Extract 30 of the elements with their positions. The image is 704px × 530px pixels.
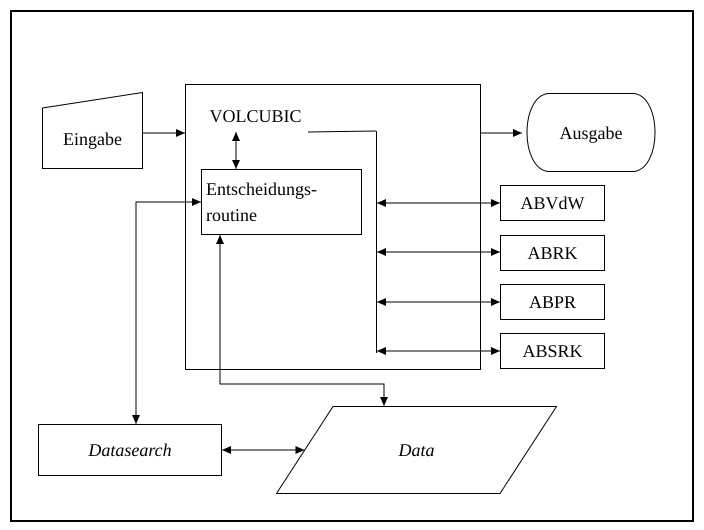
arrow	[232, 132, 240, 170]
bus-line	[376, 131, 377, 353]
node-label: Entscheidungs- routine	[206, 178, 318, 227]
node-label: ABVdW	[520, 192, 584, 215]
arrow	[376, 248, 500, 256]
node-label: ABRK	[527, 242, 578, 265]
process-box	[500, 185, 605, 221]
node-label: ABPR	[528, 291, 576, 314]
process-box	[500, 284, 605, 320]
arrow	[376, 199, 500, 207]
arrow	[480, 129, 522, 137]
node-label: Datasearch	[88, 439, 172, 462]
arrow	[132, 198, 202, 424]
node-label: Data	[398, 439, 434, 462]
arrow	[142, 129, 186, 137]
arrow	[376, 298, 500, 306]
arrow	[376, 347, 500, 355]
arrow	[222, 446, 305, 454]
arrow	[216, 234, 388, 406]
process-box	[500, 235, 605, 271]
node-label: Ausgabe	[560, 122, 622, 145]
module-box	[185, 84, 481, 370]
process-box	[38, 424, 222, 476]
process-box	[201, 169, 362, 235]
node-label: ABSRK	[522, 340, 583, 363]
input-shape	[42, 92, 143, 169]
data-parallelogram	[276, 406, 557, 494]
node-label: VOLCUBIC	[209, 105, 302, 128]
process-box	[500, 333, 605, 369]
node-label: Eingabe	[63, 128, 122, 151]
